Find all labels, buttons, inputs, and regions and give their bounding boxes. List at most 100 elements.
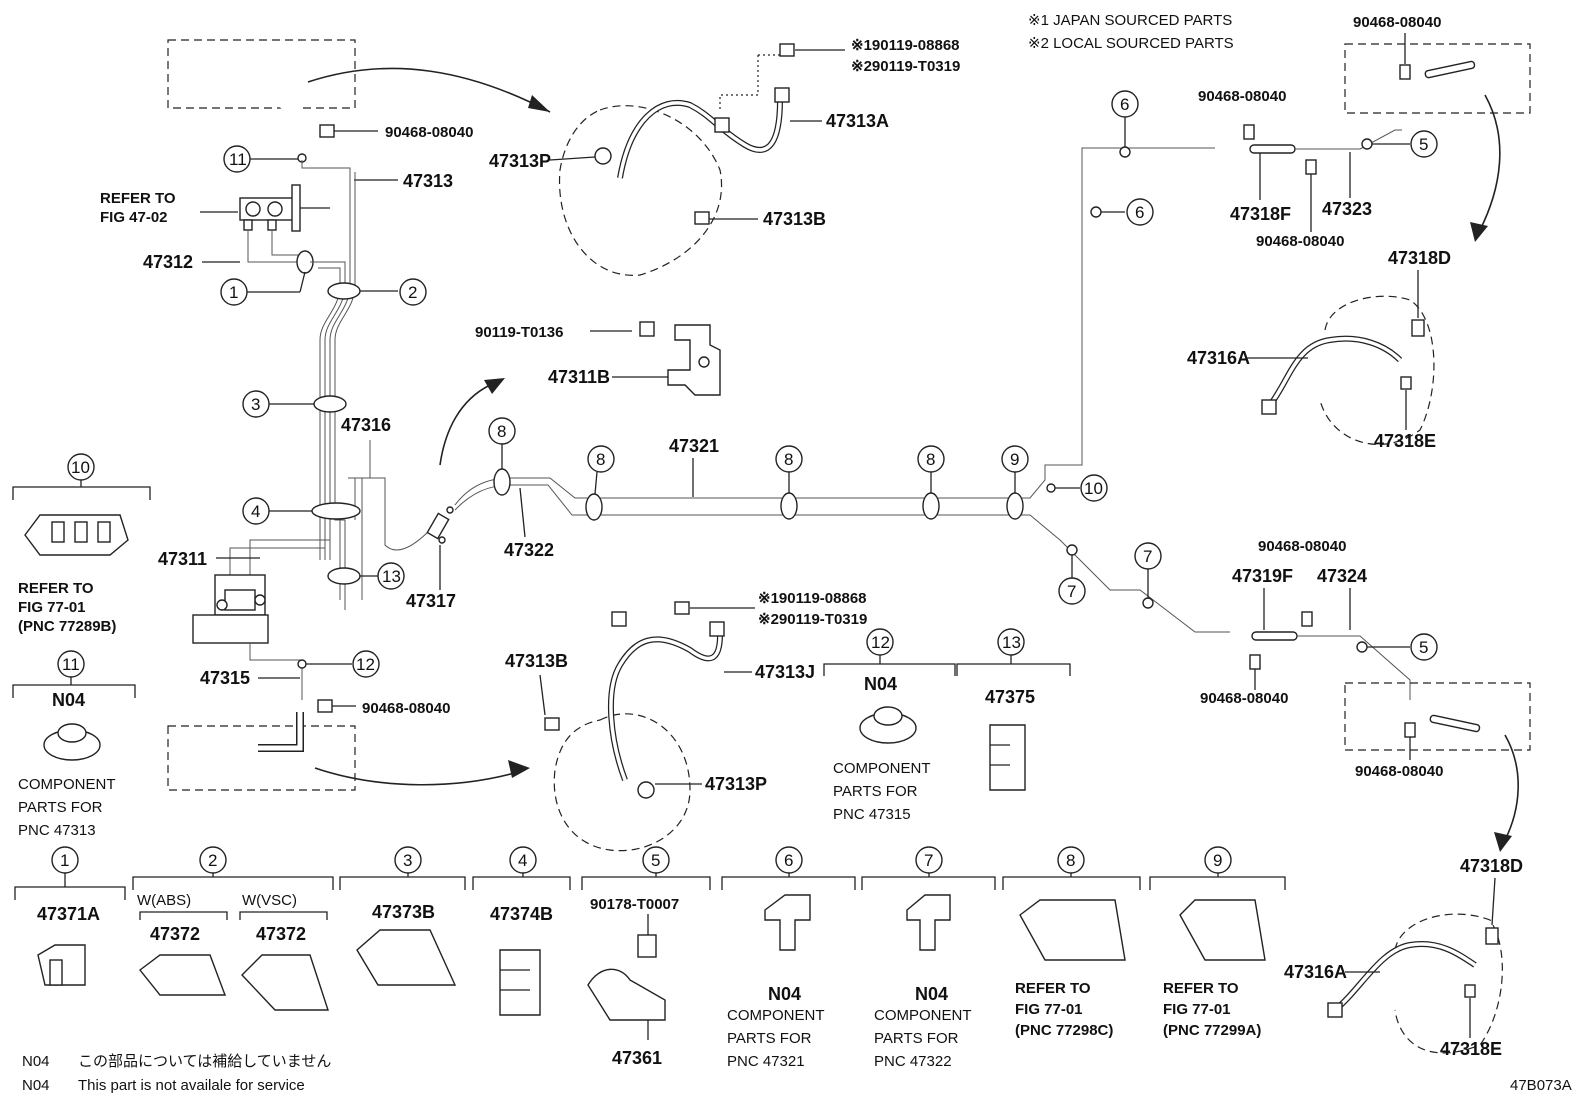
legend-item-5: 5 90178-T0007 47361: [581, 846, 711, 1068]
clamp-3: [313, 395, 347, 413]
svg-text:FIG 77-01: FIG 77-01: [1163, 1001, 1231, 1018]
callout-5-text: 5: [1419, 638, 1428, 657]
label-47321: 47321: [669, 436, 719, 456]
legend-item-6: 6 N04 COMPONENT PARTS FOR PNC 47321: [721, 846, 856, 1070]
refer-47-02-line1: REFER TO: [100, 190, 176, 207]
svg-text:47361: 47361: [612, 1048, 662, 1068]
label-2-90119-bot: ※290119-T0319: [758, 611, 867, 628]
label-47313B-bot: 47313B: [505, 651, 568, 671]
label-90468-a: 90468-08040: [385, 124, 473, 141]
callout-6-text: 6: [1120, 95, 1129, 114]
callout-8-text: 8: [784, 450, 793, 469]
svg-text:COMPONENT: COMPONENT: [874, 1007, 972, 1024]
svg-text:2: 2: [208, 851, 217, 870]
legend-item-2: 2 W(ABS) W(VSC) 47372 47372: [132, 846, 334, 1011]
note-japan-sourced: ※1 JAPAN SOURCED PARTS: [1028, 12, 1232, 29]
fitting-47318D: [1411, 319, 1425, 337]
legend-item-9: 9 REFER TO FIG 77-01 (PNC 77299A): [1149, 846, 1286, 1039]
detail-arrow-bottom: [314, 767, 526, 786]
clamp-8b: [585, 493, 603, 521]
label-47313: 47313: [403, 171, 453, 191]
detail-arrow-right-bottom: [1504, 734, 1519, 841]
label-47313A: 47313A: [826, 111, 889, 131]
fitting-47318F: [1249, 144, 1296, 154]
abs-actuator: [192, 574, 269, 644]
label-47318F: 47318F: [1230, 204, 1291, 224]
hose-outline-top: [1319, 295, 1435, 445]
callout-2-diagram: [399, 278, 427, 306]
clip-icon: [317, 699, 333, 713]
clip-icon: [1305, 159, 1317, 175]
svg-text:47374B: 47374B: [490, 904, 553, 924]
svg-text:COMPONENT: COMPONENT: [727, 1007, 825, 1024]
label-47311: 47311: [158, 549, 207, 569]
svg-text:N04: N04: [915, 984, 948, 1004]
svg-text:N04: N04: [52, 690, 85, 710]
label-47316A-top: 47316A: [1187, 348, 1250, 368]
svg-text:PARTS FOR: PARTS FOR: [833, 783, 918, 800]
callout-8-text: 8: [926, 450, 935, 469]
svg-text:(PNC 77289B): (PNC 77289B): [18, 618, 116, 635]
footnote-en: This part is not availale for service: [78, 1077, 305, 1094]
svg-text:PARTS FOR: PARTS FOR: [727, 1030, 812, 1047]
fitting-47319F: [1251, 631, 1298, 641]
label-2-90119-top: ※290119-T0319: [851, 58, 960, 75]
callout-12-text: 12: [356, 655, 375, 674]
clip-icon: [319, 124, 335, 138]
label-90119-T0136: 90119-T0136: [475, 324, 563, 341]
legend-item-1: 1 47371A: [14, 846, 126, 986]
fitting-47318D-bot: [1485, 927, 1499, 945]
svg-text:REFER TO: REFER TO: [1015, 980, 1091, 997]
label-47315: 47315: [200, 668, 250, 688]
bottom-right-detail-box: [1344, 682, 1531, 751]
clamp-13: [327, 567, 361, 585]
clip-icon: [1249, 654, 1261, 670]
svg-text:PARTS FOR: PARTS FOR: [18, 799, 103, 816]
svg-text:9: 9: [1213, 851, 1222, 870]
callout-10-diagram: [1080, 474, 1108, 502]
svg-text:PNC 47322: PNC 47322: [874, 1053, 952, 1070]
legend-item-11: 11 N04 COMPONENT PARTS FOR PNC 47313: [12, 650, 136, 839]
svg-text:10: 10: [71, 458, 90, 477]
svg-text:6: 6: [784, 851, 793, 870]
callout-9-text: 9: [1010, 450, 1019, 469]
clamp-8a: [493, 468, 511, 496]
label-1-90119-bot: ※190119-08868: [758, 590, 867, 607]
clamp-4: [311, 502, 361, 520]
callout-5b: [1410, 633, 1438, 661]
bracket-47311B: [639, 321, 721, 396]
svg-text:COMPONENT: COMPONENT: [833, 760, 931, 777]
callout-2-text: 2: [408, 283, 417, 302]
callout-7b: [1134, 542, 1162, 570]
svg-text:8: 8: [1066, 851, 1075, 870]
label-47316A-bot: 47316A: [1284, 962, 1347, 982]
legend-item-7: 7 N04 COMPONENT PARTS FOR PNC 47322: [861, 846, 996, 1070]
junction-47317: [426, 506, 454, 544]
legend-item-12: 12 N04 COMPONENT PARTS FOR PNC 47315: [823, 628, 956, 823]
callout-8b: [587, 445, 615, 473]
callout-10-text: 10: [1084, 479, 1103, 498]
master-cylinder: [239, 184, 330, 232]
svg-text:(PNC 77299A): (PNC 77299A): [1163, 1022, 1261, 1039]
front-hose-top-detail: [558, 43, 795, 276]
legend-item-4: 4 47374B: [472, 846, 571, 1016]
callout-3-text: 3: [251, 395, 260, 414]
hose-outline-bottom: [1394, 913, 1503, 1054]
top-left-detail-box: [167, 39, 356, 125]
svg-text:47373B: 47373B: [372, 902, 435, 922]
svg-text:REFER TO: REFER TO: [18, 580, 94, 597]
label-90468-e: 90468-08040: [1353, 14, 1441, 31]
legend-item-10: 10 REFER TO FIG 77-01 (PNC 77289B): [12, 453, 151, 635]
svg-text:4: 4: [518, 851, 527, 870]
label-47322: 47322: [504, 540, 554, 560]
svg-text:47372: 47372: [150, 924, 200, 944]
svg-text:(PNC 77298C): (PNC 77298C): [1015, 1022, 1113, 1039]
svg-text:90178-T0007: 90178-T0007: [590, 896, 679, 913]
clamp-8d: [922, 492, 940, 520]
svg-text:N04: N04: [768, 984, 801, 1004]
svg-text:47371A: 47371A: [37, 904, 100, 924]
bottom-left-detail-box: [167, 712, 356, 791]
label-90468-h: 90468-08040: [1355, 763, 1443, 780]
svg-text:FIG 77-01: FIG 77-01: [1015, 1001, 1083, 1018]
